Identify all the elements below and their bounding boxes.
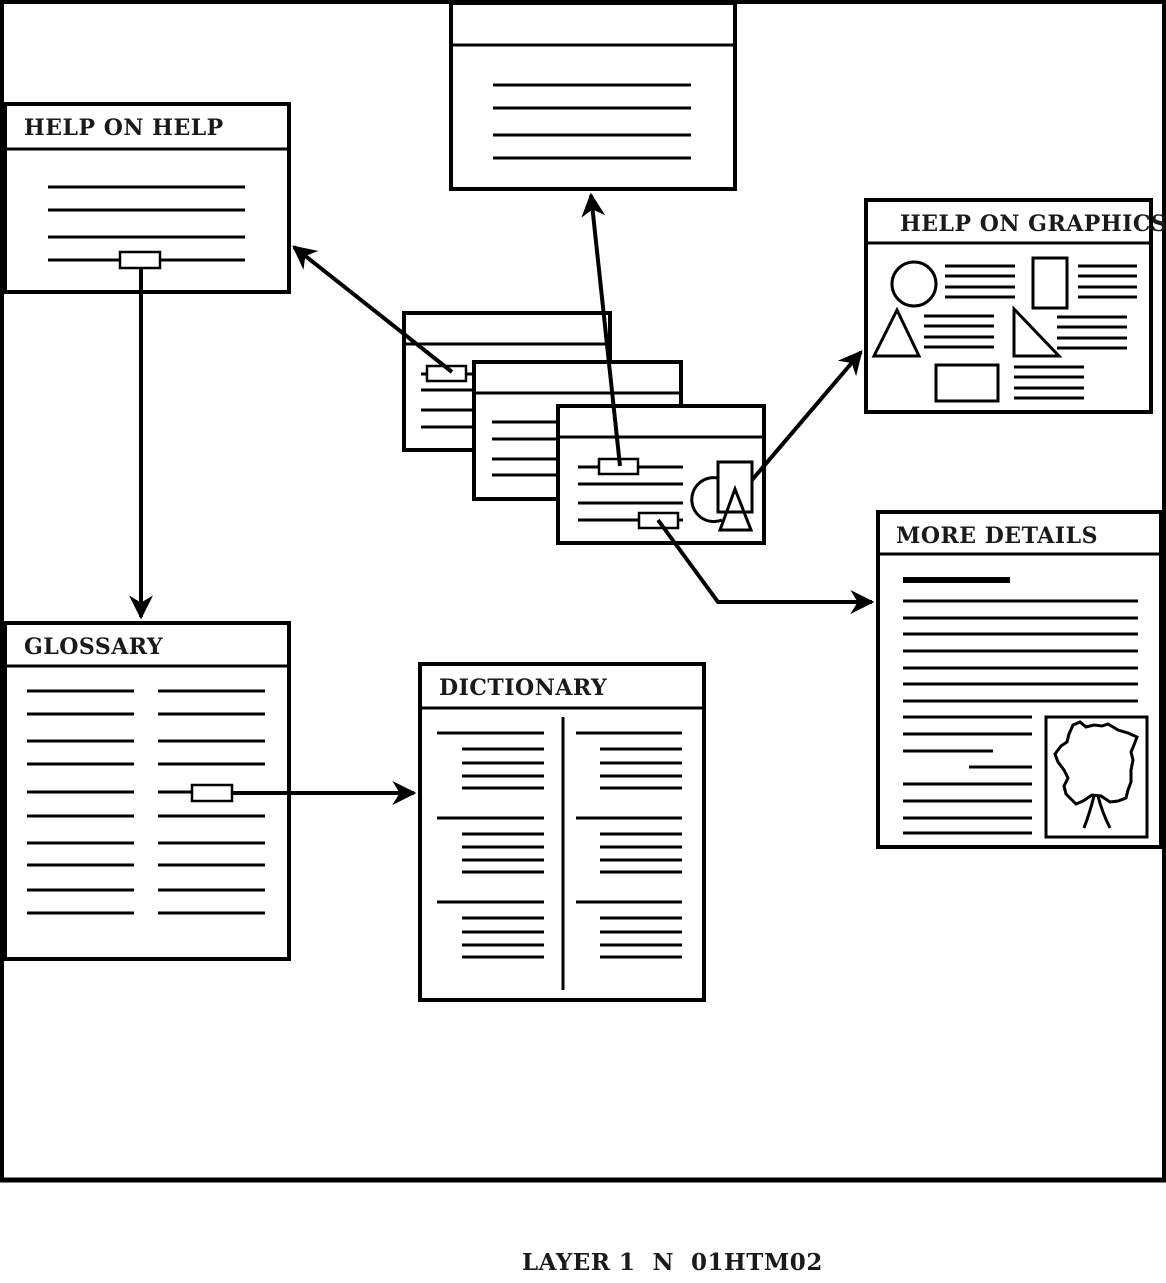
- window-title: HELP ON HELP: [24, 115, 224, 141]
- right-triangle-icon: [1012, 305, 1063, 358]
- tree-icon: [1053, 720, 1139, 829]
- hotspot-link[interactable]: [118, 250, 162, 270]
- text-lines: [493, 83, 691, 160]
- image-frame: [1044, 715, 1149, 839]
- circle-icon: [890, 260, 938, 308]
- stacked-documents: [402, 311, 766, 545]
- link-arrows: [129, 192, 875, 805]
- arrow-front-doc-to-more-details: [656, 518, 875, 614]
- window-dictionary[interactable]: DICTIONARY: [418, 662, 706, 1002]
- window-title: GLOSSARY: [24, 634, 163, 660]
- rectangle-icon: [934, 363, 1000, 403]
- hotspot-link[interactable]: [190, 783, 234, 803]
- arrow-graphic-to-help-on-graphics: [750, 350, 863, 482]
- rectangle-icon: [1031, 256, 1069, 310]
- text-lines: [903, 599, 1138, 835]
- arrow-back-doc-to-help-on-help: [292, 245, 454, 374]
- triangle-icon: [717, 484, 754, 532]
- window-top-untitled[interactable]: [449, 1, 737, 191]
- text-lines: [924, 264, 1137, 400]
- arrow-front-doc-to-top-window: [581, 192, 622, 467]
- window-title: HELP ON GRAPHICS: [900, 211, 1166, 237]
- triangle-icon: [871, 306, 922, 358]
- window-more-details[interactable]: MORE DETAILS: [876, 510, 1163, 849]
- window-help-on-help[interactable]: HELP ON HELP: [3, 102, 291, 294]
- text-lines: [437, 731, 682, 959]
- window-title: DICTIONARY: [439, 675, 607, 701]
- rectangle-icon[interactable]: [716, 460, 754, 514]
- circle-icon: [690, 476, 723, 524]
- stacked-document-front[interactable]: [556, 404, 766, 545]
- diagram-caption: LAYER 1 N 01HTM02: [522, 1249, 823, 1276]
- window-help-on-graphics[interactable]: HELP ON GRAPHICS: [864, 198, 1166, 414]
- window-title: MORE DETAILS: [896, 523, 1098, 549]
- text-lines: [27, 689, 265, 915]
